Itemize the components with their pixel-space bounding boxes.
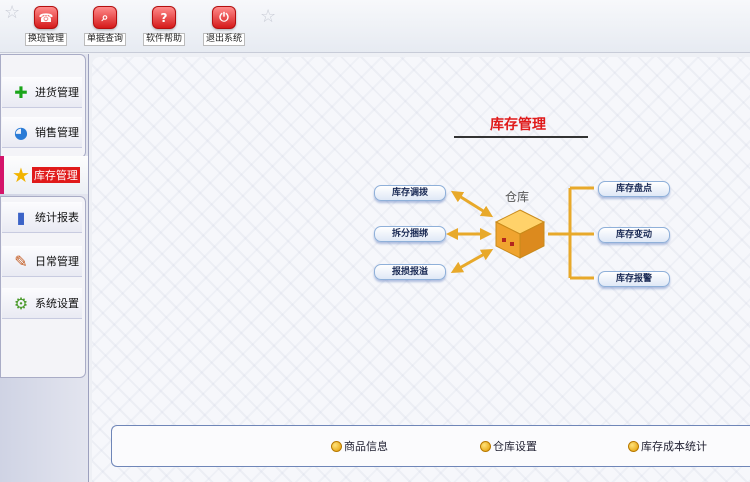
bullet-icon — [628, 440, 639, 452]
loss-overflow-button[interactable]: 报损报溢 — [374, 264, 446, 280]
exit-system-label: 退出系统 — [202, 33, 245, 46]
bullet-icon — [331, 440, 342, 452]
title-divider — [454, 136, 588, 138]
shift-management-label: 换班管理 — [24, 33, 67, 46]
inventory-transfer-button[interactable]: 库存调拨 — [374, 185, 446, 201]
document-query-label: 单据查询 — [83, 33, 126, 46]
page-title: 库存管理 — [490, 117, 546, 133]
bottom-link-panel — [111, 425, 750, 467]
nav-item-label: 销售管理 — [35, 126, 79, 139]
warehouse-settings-label: 仓库设置 — [493, 440, 537, 453]
nav-item-label-active: 库存管理 — [31, 167, 80, 183]
document-query-button[interactable]: ⌕ 单据查询 — [78, 6, 132, 46]
bar-chart-icon: ▮ — [16, 207, 26, 227]
nav-item-reports[interactable]: ▮ 统计报表 — [2, 202, 82, 233]
phone-icon: ☎ — [34, 6, 58, 29]
warehouse-label: 仓库 — [505, 190, 530, 204]
software-help-button[interactable]: ? 软件帮助 — [137, 6, 191, 46]
nav-item-purchase[interactable]: ✚ 进货管理 — [2, 77, 82, 108]
pie-chart-icon: ◕ — [14, 122, 28, 142]
plus-icon: ✚ — [14, 82, 28, 102]
inventory-change-button[interactable]: 库存变动 — [598, 227, 670, 243]
arrow-to-transfer — [450, 190, 494, 218]
decorative-star-icon: ☆ — [260, 6, 277, 27]
main-content — [92, 57, 750, 482]
inventory-cost-stats-link[interactable]: 库存成本统计 — [628, 438, 707, 454]
warehouse-box-icon — [494, 209, 546, 259]
gear-icon: ⚙ — [13, 293, 29, 313]
nav-item-label: 日常管理 — [35, 255, 79, 268]
nav-item-daily[interactable]: ✎ 日常管理 — [2, 246, 82, 277]
magnifier-icon: ⌕ — [93, 6, 117, 29]
shift-management-button[interactable]: ☎ 换班管理 — [19, 6, 73, 46]
exit-system-button[interactable]: ⏻ 退出系统 — [197, 6, 251, 46]
nav-item-inventory[interactable]: ★ 库存管理 — [0, 156, 88, 194]
product-info-link[interactable]: 商品信息 — [331, 438, 388, 454]
nav-item-label: 统计报表 — [35, 211, 79, 224]
inventory-alert-button[interactable]: 库存报警 — [598, 271, 670, 287]
inventory-cost-stats-label: 库存成本统计 — [641, 440, 707, 453]
product-info-label: 商品信息 — [344, 440, 388, 453]
warehouse-settings-link[interactable]: 仓库设置 — [480, 438, 537, 454]
software-help-label: 软件帮助 — [142, 33, 185, 46]
toolbar: ☎ 换班管理 ⌕ 单据查询 ? 软件帮助 ⏻ 退出系统 ☆ ☆ — [0, 0, 750, 53]
tools-icon: ✎ — [14, 251, 28, 271]
split-bundle-button[interactable]: 拆分捆绑 — [374, 226, 446, 242]
decorative-star-icon: ☆ — [4, 2, 21, 23]
nav-item-sales[interactable]: ◕ 销售管理 — [2, 117, 82, 148]
bullet-icon — [480, 440, 491, 452]
nav-item-label: 进货管理 — [35, 86, 79, 99]
arrow-to-loss — [450, 249, 494, 273]
left-navigation: ✚ 进货管理 ◕ 销售管理 ★ 库存管理 ▮ 统计报表 ✎ 日常管理 ⚙ 系统设… — [0, 54, 89, 482]
star-icon: ★ — [12, 163, 30, 187]
help-icon: ? — [152, 6, 176, 29]
nav-item-settings[interactable]: ⚙ 系统设置 — [2, 288, 82, 319]
power-icon: ⏻ — [212, 6, 236, 29]
inventory-count-button[interactable]: 库存盘点 — [598, 181, 670, 197]
nav-item-label: 系统设置 — [35, 297, 79, 310]
